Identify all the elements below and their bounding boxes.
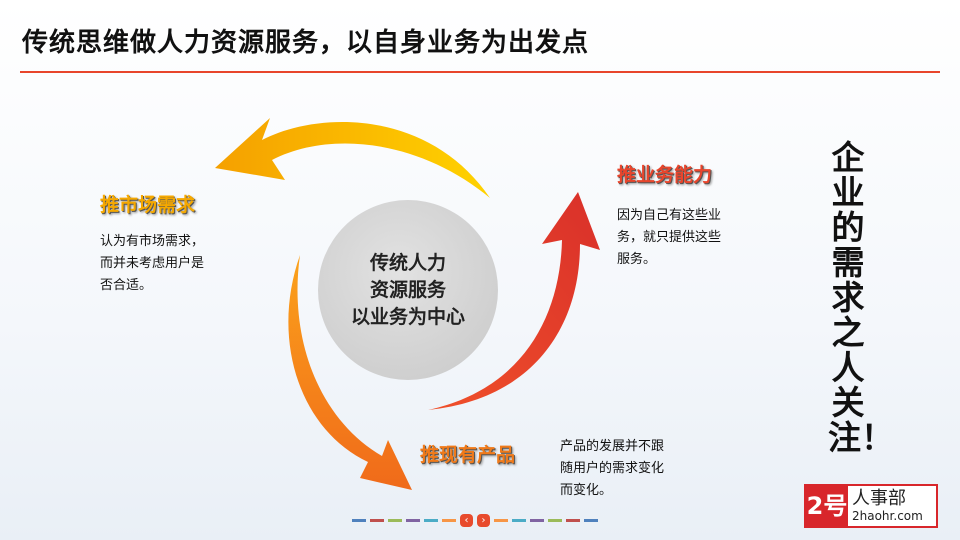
heading-existing-products: 推现有产品 xyxy=(420,444,516,466)
nav-dash xyxy=(352,519,366,522)
vertical-slogan: 企业的需求之人关注！ xyxy=(828,138,894,457)
center-circle: 传统人力 资源服务 以业务为中心 xyxy=(318,200,498,380)
desc-line: 产品的发展并不跟 xyxy=(560,439,665,454)
red-arrow xyxy=(428,192,600,410)
nav-dash xyxy=(370,519,384,522)
desc-market-demand: 认为有市场需求， 而并未考虑用户是 否合适。 xyxy=(100,231,204,297)
nav-dash xyxy=(584,519,598,522)
yellow-arrow xyxy=(215,118,490,198)
page-title: 传统思维做人力资源服务，以自身业务为出发点 xyxy=(22,28,590,58)
center-line-2: 资源服务 xyxy=(369,278,446,301)
slide-navigation: ‹ › xyxy=(352,514,598,527)
desc-line: 而变化。 xyxy=(560,483,613,498)
center-line-3: 以业务为中心 xyxy=(350,305,465,328)
center-line-1: 传统人力 xyxy=(369,251,446,274)
logo-number: 2号 xyxy=(806,486,848,526)
next-slide-button[interactable]: › xyxy=(477,514,490,527)
heading-business-capability: 推业务能力 xyxy=(617,164,713,186)
desc-business-capability: 因为自己有这些业 务，就只提供这些 服务。 xyxy=(617,205,721,271)
orange-arrow xyxy=(288,255,412,490)
nav-dash xyxy=(494,519,508,522)
desc-line: 因为自己有这些业 xyxy=(617,208,722,223)
nav-dash xyxy=(442,519,456,522)
desc-existing-products: 产品的发展并不跟 随用户的需求变化 而变化。 xyxy=(560,436,664,502)
nav-dash xyxy=(512,519,526,522)
nav-dash xyxy=(530,519,544,522)
logo-en: 2haohr.com xyxy=(852,509,923,523)
desc-line: 认为有市场需求， xyxy=(100,234,205,249)
desc-line: 否合适。 xyxy=(100,278,153,293)
brand-logo: 2号 人事部 2haohr.com xyxy=(804,484,938,528)
desc-line: 随用户的需求变化 xyxy=(560,461,665,476)
title-divider xyxy=(20,71,940,73)
nav-dash xyxy=(388,519,402,522)
nav-dash xyxy=(548,519,562,522)
logo-cn: 人事部 xyxy=(852,488,906,509)
desc-line: 务，就只提供这些 xyxy=(617,230,722,245)
nav-dash xyxy=(566,519,580,522)
desc-line: 服务。 xyxy=(617,252,657,267)
prev-slide-button[interactable]: ‹ xyxy=(460,514,473,527)
nav-dash xyxy=(406,519,420,522)
nav-dash xyxy=(424,519,438,522)
desc-line: 而并未考虑用户是 xyxy=(100,256,205,271)
heading-market-demand: 推市场需求 xyxy=(100,194,196,216)
